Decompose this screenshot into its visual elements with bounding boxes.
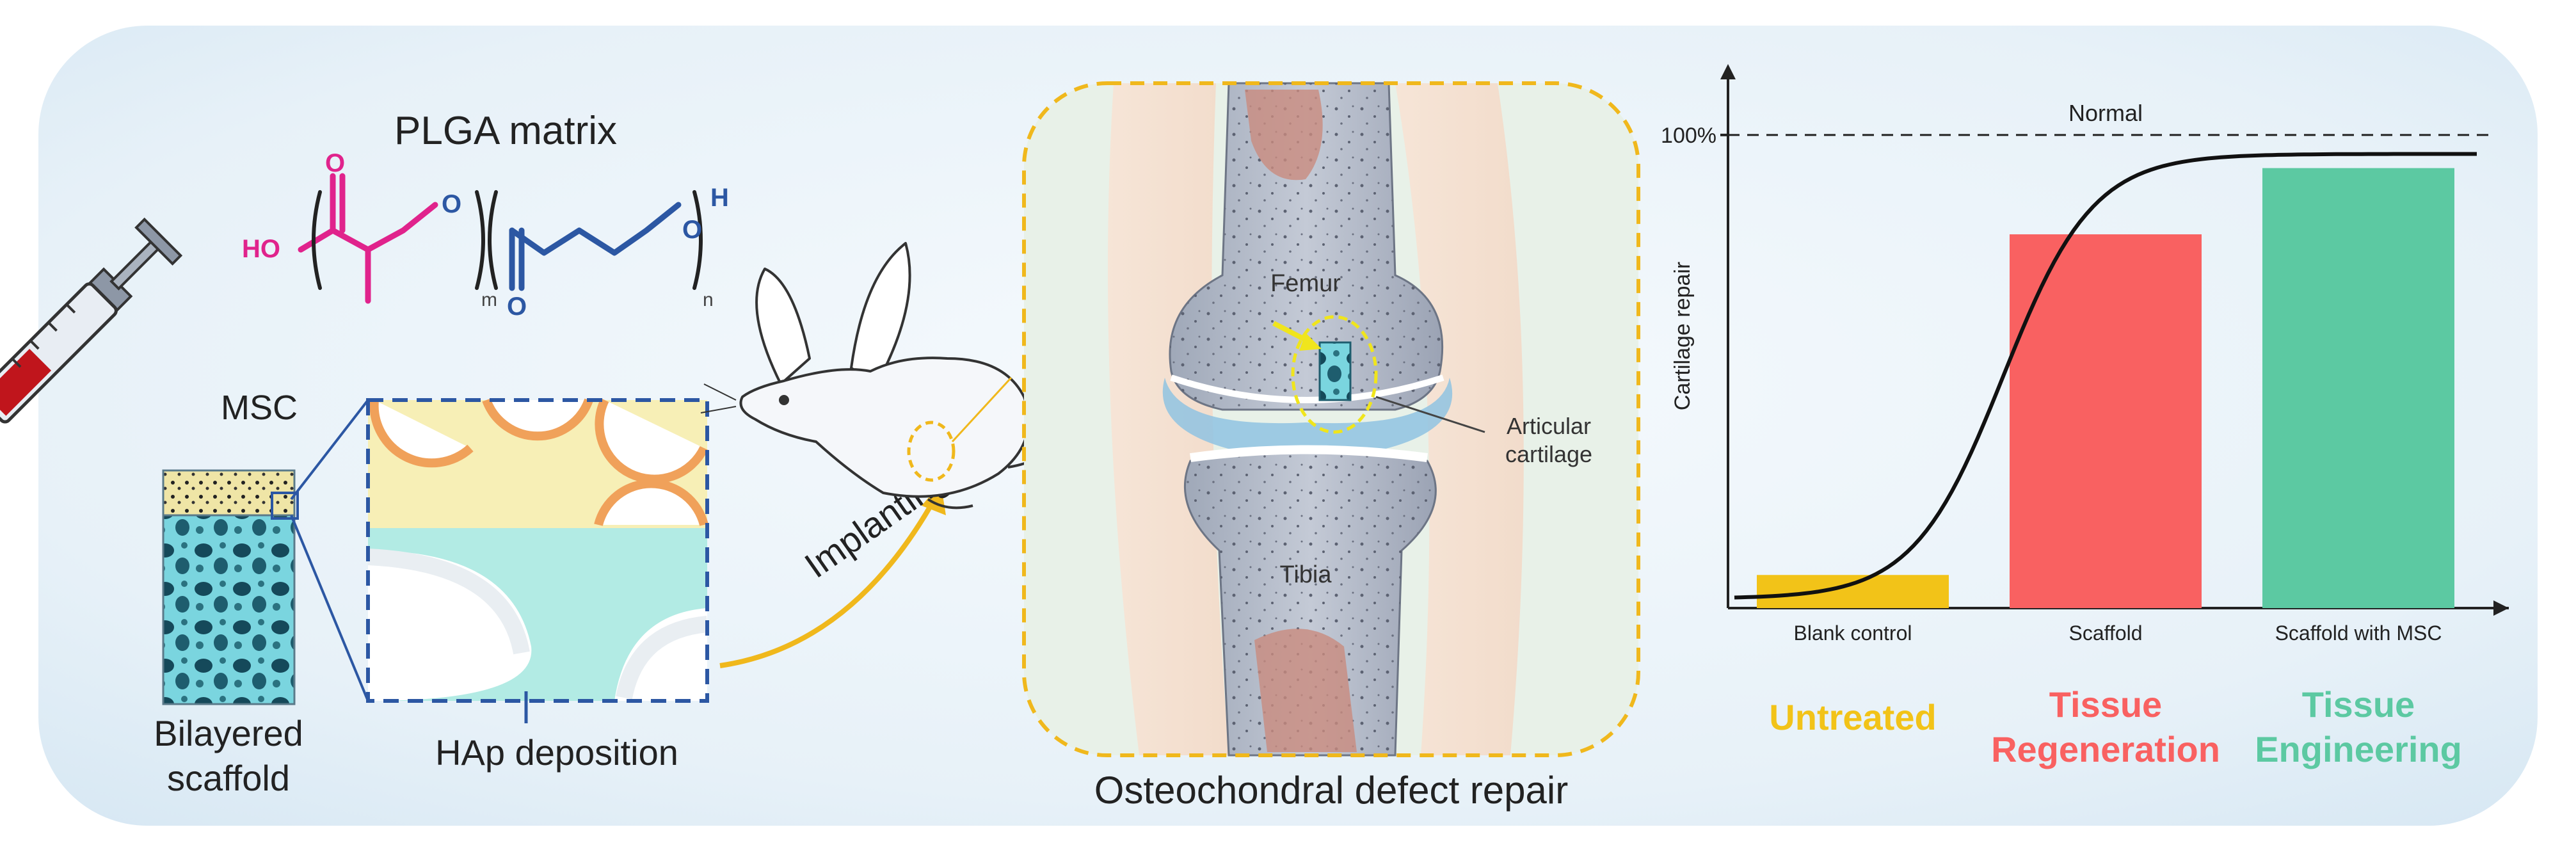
zoom-line-top xyxy=(290,399,369,501)
implant-arrow xyxy=(719,498,937,668)
outcome-label-2-line1: Tissue xyxy=(2049,684,2162,725)
msc-label: MSC xyxy=(221,389,298,427)
plga-o-3: O xyxy=(507,293,527,321)
zoom-marker xyxy=(271,492,299,520)
outcome-label-2-line2: Regeneration xyxy=(1991,729,2220,769)
rabbit-to-joint-line xyxy=(951,376,1012,443)
plga-n: n xyxy=(703,289,714,310)
outcome-label-3-line1: Tissue xyxy=(2302,684,2415,725)
outcome-label-3-line2: Engineering xyxy=(2255,729,2462,769)
rabbit-icon xyxy=(700,242,1051,510)
normal-label: Normal xyxy=(2068,100,2143,126)
x-tick-label-3: Scaffold with MSC xyxy=(2275,622,2442,645)
y-axis-label: Cartilage repair xyxy=(1670,262,1695,410)
plga-title: PLGA matrix xyxy=(394,109,617,153)
implant-plug xyxy=(1318,341,1352,401)
plga-o-2: O xyxy=(442,190,461,218)
x-tick-label-2: Scaffold xyxy=(2068,622,2142,645)
joint-panel xyxy=(1024,82,1638,757)
cartilage-label-line1: Articular xyxy=(1507,413,1591,439)
x-axis-arrowhead xyxy=(2493,600,2509,616)
joint-caption: Osteochondral defect repair xyxy=(1094,769,1568,812)
hap-label: HAp deposition xyxy=(435,732,678,773)
syringe-icon xyxy=(0,217,183,424)
cartilage-repair-chart: Cartilage repair Normal 100% Blank control S… xyxy=(1661,64,2509,769)
plga-o-4: O xyxy=(682,216,702,244)
cartilage-label-line2: cartilage xyxy=(1505,441,1592,467)
bilayered-scaffold xyxy=(162,469,296,705)
plga-h: H xyxy=(710,184,729,212)
plga-ho: HO xyxy=(242,235,280,263)
bilayered-label-line1: Bilayered xyxy=(154,713,303,753)
plga-m: m xyxy=(481,289,497,310)
tibia-label: Tibia xyxy=(1280,561,1332,588)
zoom-inset xyxy=(366,397,709,703)
cartilage-leader xyxy=(1375,396,1485,433)
femur-label: Femur xyxy=(1270,270,1341,297)
y-axis-arrowhead xyxy=(1720,64,1736,79)
outcome-label-1: Untreated xyxy=(1769,697,1936,737)
plga-structure xyxy=(298,173,703,304)
bar-3 xyxy=(2262,168,2454,608)
x-tick-label-1: Blank control xyxy=(1794,622,1912,645)
y-tick-label: 100% xyxy=(1661,124,1716,148)
repair-curve xyxy=(1734,152,2477,600)
bilayered-label-line2: scaffold xyxy=(167,758,290,798)
bar-1 xyxy=(1757,575,1949,608)
zoom-line-bottom xyxy=(290,515,369,702)
plga-o-1: O xyxy=(325,149,345,177)
rabbit-knee-marker xyxy=(907,421,956,482)
bar-2 xyxy=(2010,234,2202,609)
joint-panel-border xyxy=(1022,81,1640,757)
defect-marker xyxy=(1291,315,1378,434)
